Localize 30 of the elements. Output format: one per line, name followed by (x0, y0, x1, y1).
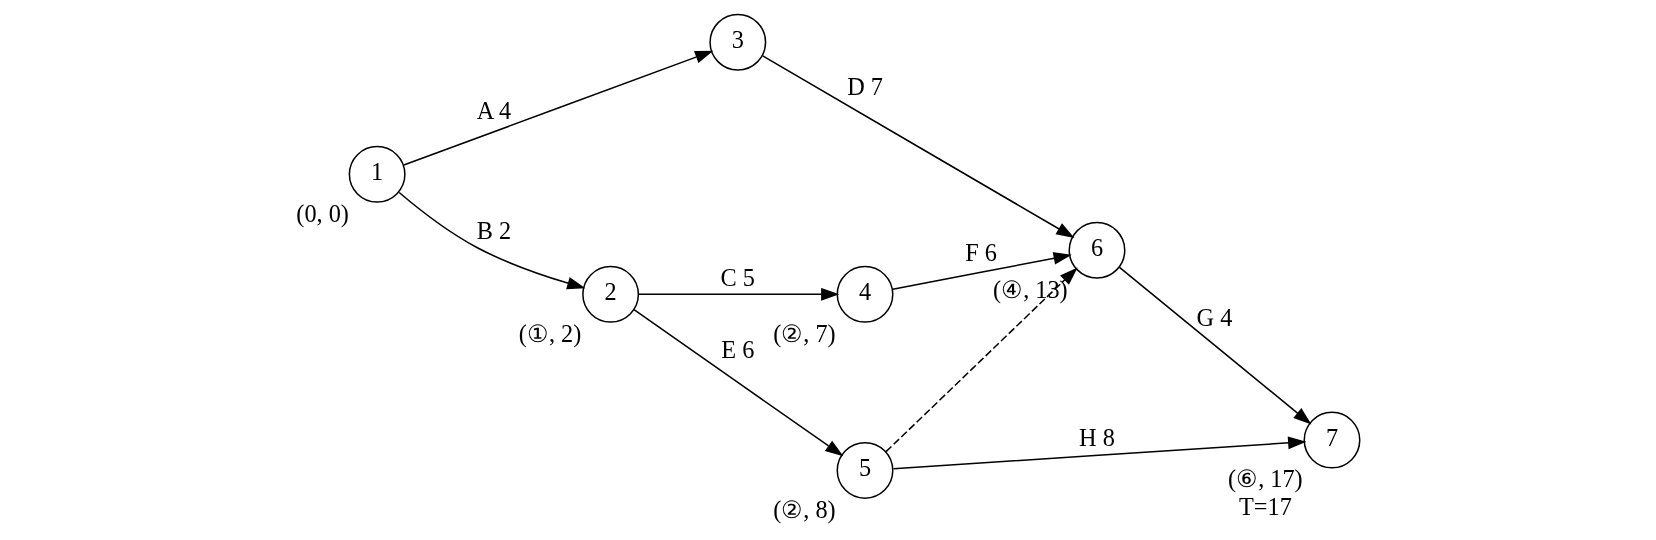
node-circle: 5 (836, 441, 894, 499)
edge-label: C 5 (720, 264, 756, 292)
node-label: (②, 7) (773, 319, 836, 347)
arrow (398, 191, 586, 290)
arrow (1118, 266, 1312, 425)
edge-label: B 2 (476, 217, 512, 245)
node-circle: 4 (836, 265, 894, 323)
arrow (892, 252, 1072, 290)
node-label: (0, 0) (296, 199, 349, 227)
arrow (633, 308, 844, 457)
arrow (892, 436, 1307, 470)
arrow (885, 267, 1078, 453)
node-circle: 7 (1303, 411, 1361, 469)
node-circle: 2 (582, 265, 640, 323)
edge-label: A 4 (476, 97, 512, 125)
node-circle: 6 (1068, 221, 1126, 279)
edge-label: G 4 (1196, 303, 1233, 331)
node-circle: 1 (348, 145, 406, 203)
arrow (403, 50, 714, 166)
edge-label: H 8 (1079, 423, 1115, 451)
edge-label: F 6 (965, 238, 997, 266)
node-circle: 3 (709, 13, 767, 71)
node-label: (②, 8) (773, 495, 836, 523)
node-label: (⑥, 17) (1228, 465, 1303, 493)
node-label: (①, 2) (518, 319, 582, 347)
edge-label: E 6 (721, 335, 755, 363)
arrow (761, 55, 1075, 238)
arrow (637, 287, 840, 301)
edge-label: D 7 (847, 73, 883, 101)
node-label: T=17 (1238, 492, 1292, 520)
